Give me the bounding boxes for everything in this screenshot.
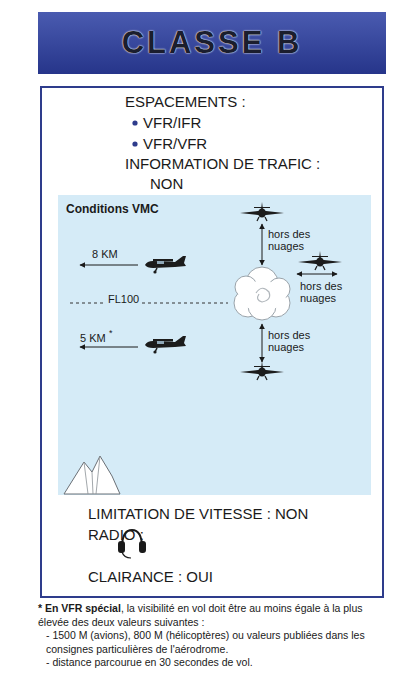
plane	[240, 202, 284, 221]
separation-arrow	[297, 274, 337, 275]
separation-label: hors des nuages	[300, 280, 352, 304]
visibility-arrow	[80, 265, 138, 266]
footnote-line: * En VFR spécial, la visibilité en vol d…	[38, 602, 388, 629]
plane	[240, 361, 284, 380]
title-text: CLASSE B	[38, 12, 386, 74]
distance-label: 5 KM	[80, 332, 106, 344]
footnote: * En VFR spécial, la visibilité en vol d…	[38, 602, 388, 670]
flight-level-line	[70, 303, 228, 304]
sky-area	[58, 195, 371, 495]
footnote-emphasis: En VFR spécial	[45, 602, 121, 614]
plane	[145, 336, 186, 354]
footnote-mark: *	[109, 328, 113, 338]
visibility-arrow	[80, 347, 138, 348]
plane	[298, 251, 342, 270]
sky-box: Conditions VMC	[58, 195, 371, 495]
bullet	[132, 120, 137, 125]
header-bar	[38, 12, 386, 74]
cloud-fill	[238, 281, 286, 311]
section-heading: INFORMATION DE TRAFIC :	[125, 155, 320, 172]
section-heading: ESPACEMENTS :	[125, 93, 246, 110]
rule-text: CLAIRANCE : OUI	[88, 568, 213, 585]
bullet	[132, 141, 137, 146]
footnote-line: - 1500 M (avions), 800 M (hélicoptères) …	[38, 629, 388, 656]
cloud	[234, 267, 290, 320]
distance-label: 8 KM	[92, 248, 118, 260]
rule-text: RADIO :	[88, 526, 144, 543]
footnote-mark: *	[38, 602, 42, 614]
flight-level-label: FL100	[106, 293, 141, 305]
list-item: VFR/IFR	[143, 114, 201, 131]
list-item: VFR/VFR	[143, 135, 207, 152]
footnote-line: - distance parcourue en 30 secondes de v…	[38, 656, 388, 670]
value-text: NON	[150, 175, 183, 192]
separation-label: hors des nuages	[268, 329, 320, 353]
separation-label: hors des nuages	[268, 228, 320, 252]
footnote-item: - distance parcourue en 30 secondes de v…	[46, 656, 253, 668]
plane	[145, 256, 186, 274]
rule-text: LIMITATION DE VITESSE : NON	[88, 505, 308, 522]
separation-arrow	[262, 224, 263, 265]
separation-arrow	[262, 324, 263, 362]
mountains	[64, 456, 120, 494]
footnote-item: - 1500 M (avions), 800 M (hélicoptères) …	[46, 629, 365, 655]
cloud-swirl	[256, 288, 270, 302]
area-heading: Conditions VMC	[66, 202, 159, 216]
